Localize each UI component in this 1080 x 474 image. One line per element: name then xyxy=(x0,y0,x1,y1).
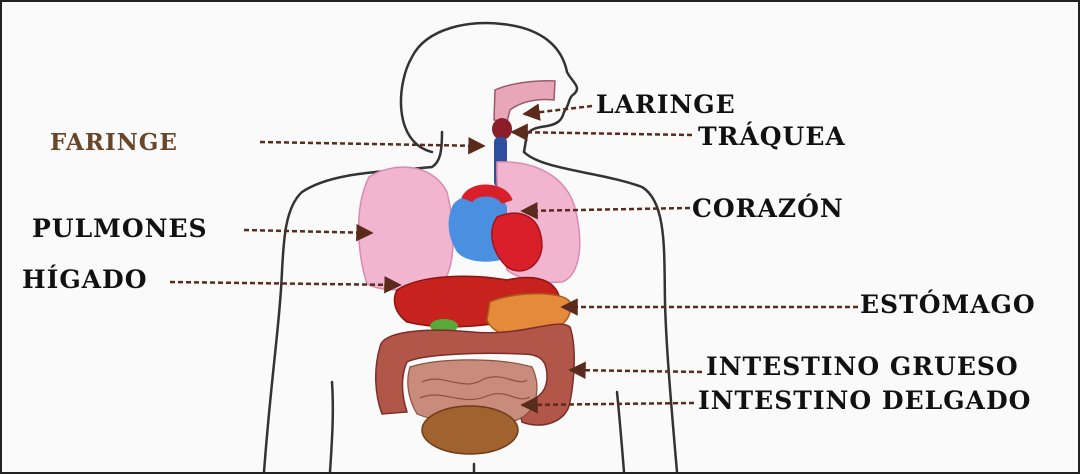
heart-ventricles xyxy=(492,213,542,271)
label-estomago: ESTÓMAGO xyxy=(860,292,1036,317)
label-laringe: LARINGE xyxy=(596,92,736,117)
label-faringe: FARINGE xyxy=(50,131,178,154)
leader-line-laringe xyxy=(524,106,592,114)
label-intestino-grueso: INTESTINO GRUESO xyxy=(706,354,1019,379)
leader-line-faringe xyxy=(260,142,484,146)
left-lung-shape xyxy=(359,167,453,290)
pharynx-shape xyxy=(494,81,555,122)
label-intestino-delgado: INTESTINO DELGADO xyxy=(698,388,1031,413)
label-traquea: TRÁQUEA xyxy=(698,124,846,149)
label-corazon: CORAZÓN xyxy=(692,196,844,221)
leader-line-traquea xyxy=(512,132,692,135)
bladder-shape xyxy=(422,406,518,454)
label-pulmones: PULMONES xyxy=(32,216,208,241)
leader-line-higado xyxy=(170,282,400,285)
label-higado: HÍGADO xyxy=(22,267,148,292)
larynx-shape xyxy=(492,118,512,140)
leader-line-pulmones xyxy=(244,230,372,233)
leader-line-intestino-grueso xyxy=(570,370,702,372)
